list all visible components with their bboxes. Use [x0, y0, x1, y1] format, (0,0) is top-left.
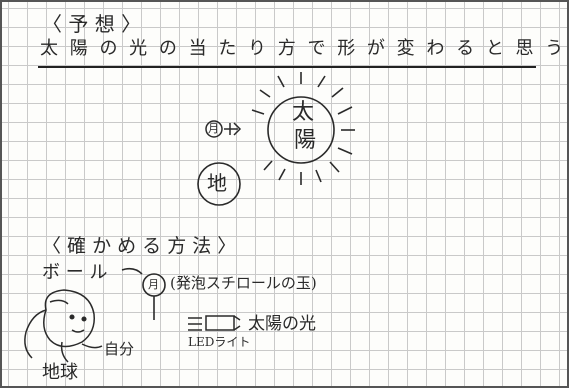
prediction-underline — [38, 66, 536, 68]
prediction-sentence: 太 陽 の 光 の 当 た り 方 で 形 が 変 わ る と 思 う . — [40, 38, 569, 59]
sun-drawing — [251, 72, 355, 185]
led-label: LEDライト — [188, 335, 251, 349]
earth-drawing — [197, 162, 241, 206]
moon-marker — [205, 120, 242, 138]
ball-mark-label: 月 — [148, 278, 159, 291]
sunlight-label: 太陽の光 — [248, 314, 316, 334]
moon-mark-label: 月 — [208, 122, 219, 135]
earth-bottom-label: 地球 — [42, 362, 78, 383]
sun-label-bottom: 陽 — [294, 128, 317, 153]
ball-on-stick — [121, 267, 166, 320]
led-light-drawing — [188, 315, 241, 331]
sun-label-top: 太 — [292, 100, 315, 125]
prediction-heading: 〈 予 想 〉 — [42, 12, 142, 36]
person-drawing — [24, 289, 103, 363]
self-label: 自分 — [104, 340, 135, 358]
styrofoam-label: (発泡スチロールの玉) — [170, 274, 317, 292]
ball-label: ボ ー ル — [42, 262, 108, 283]
method-heading: 〈 確 か め る 方 法 〉 — [42, 235, 237, 257]
earth-label: 地 — [207, 171, 227, 195]
